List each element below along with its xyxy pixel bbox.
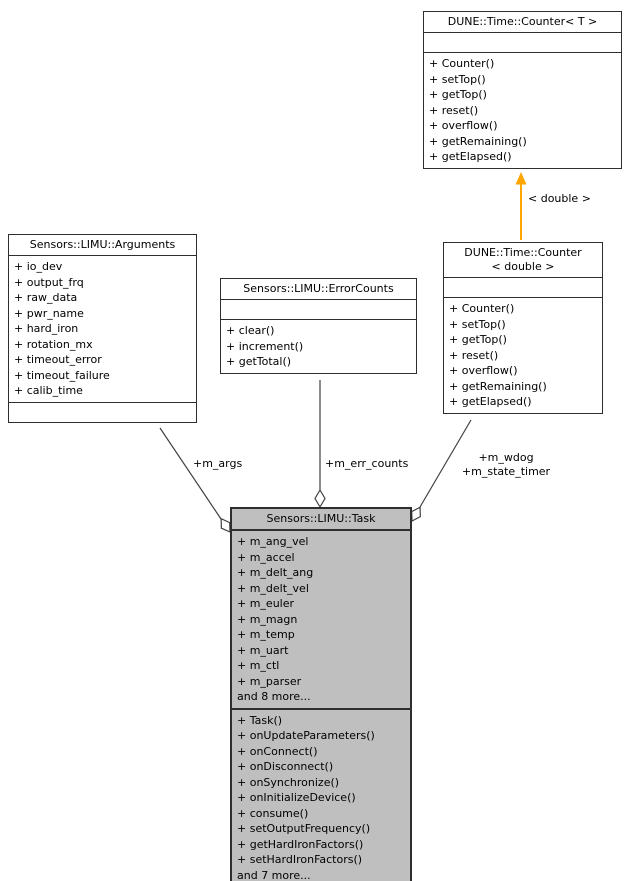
- attribute-item-more: and 8 more...: [237, 690, 311, 703]
- method-item: + onUpdateParameters(): [237, 729, 375, 742]
- attribute-item: + timeout_error: [14, 353, 102, 366]
- class-title: Sensors::LIMU::ErrorCounts: [221, 279, 416, 300]
- methods-section-empty: [9, 401, 196, 422]
- edge-label-m-wdog-m-state-timer: +m_wdog +m_state_timer: [448, 451, 564, 479]
- method-item: + getTop(): [429, 88, 487, 101]
- methods-section: + Counter() + setTop() + getTop() + rese…: [444, 297, 602, 413]
- class-title-line1: DUNE::Time::Counter: [464, 246, 582, 259]
- method-item: + setHardIronFactors(): [237, 853, 363, 866]
- open-diamond-m-wdog: [411, 506, 421, 522]
- attribute-item: + m_ctl: [237, 659, 280, 672]
- class-box-task[interactable]: Sensors::LIMU::Task + m_ang_vel + m_acce…: [230, 507, 412, 881]
- attribute-item: + m_ang_vel: [237, 535, 309, 548]
- attribute-item: + m_temp: [237, 628, 295, 641]
- method-item: + getRemaining(): [449, 379, 547, 393]
- method-item: + Task(): [237, 713, 283, 727]
- method-item: + getTotal(): [226, 355, 292, 368]
- attribute-item: + m_parser: [237, 674, 302, 688]
- method-item: + increment(): [226, 339, 304, 353]
- attributes-section-empty: [444, 278, 602, 297]
- edge-label-m-args: +m_args: [193, 457, 243, 470]
- class-title-line2: < double >: [491, 260, 555, 273]
- attribute-item: + m_uart: [237, 643, 289, 657]
- class-title: Sensors::LIMU::Task: [232, 509, 410, 531]
- open-diamond-m-err-counts: [314, 488, 326, 509]
- method-item-more: and 7 more...: [237, 868, 311, 881]
- method-item: + onDisconnect(): [237, 760, 334, 773]
- template-argument-label: < double >: [528, 192, 591, 205]
- method-item: + Counter(): [429, 57, 495, 70]
- attribute-item: + timeout_failure: [14, 368, 110, 382]
- attribute-item: + calib_time: [14, 384, 83, 397]
- method-item: + overflow(): [449, 364, 518, 377]
- class-title: DUNE::Time::Counter < double >: [444, 243, 602, 278]
- attributes-section: + io_dev + output_frq + raw_data + pwr_n…: [9, 256, 196, 402]
- method-item: + Counter(): [449, 302, 515, 315]
- aggregation-edge-m-args: [159, 427, 222, 520]
- method-item: + getElapsed(): [449, 395, 532, 408]
- class-box-error-counts[interactable]: Sensors::LIMU::ErrorCounts + clear() + i…: [220, 278, 417, 374]
- attribute-item: + m_accel: [237, 550, 295, 564]
- attributes-section: + m_ang_vel + m_accel + m_delt_ang + m_d…: [232, 531, 410, 708]
- method-item: + getHardIronFactors(): [237, 837, 364, 851]
- attribute-item: + m_delt_ang: [237, 566, 314, 579]
- attribute-item: + io_dev: [14, 260, 63, 273]
- class-box-counter-double[interactable]: DUNE::Time::Counter < double > + Counter…: [443, 242, 603, 414]
- method-item: + getTop(): [449, 333, 507, 346]
- class-title: DUNE::Time::Counter< T >: [424, 12, 621, 33]
- method-item: + consume(): [237, 806, 309, 820]
- aggregation-edge-m-wdog: [419, 419, 472, 508]
- edge-label-m-wdog: +m_wdog: [478, 451, 534, 464]
- method-item: + setTop(): [429, 72, 486, 86]
- method-item: + setOutputFrequency(): [237, 822, 371, 835]
- attribute-item: + output_frq: [14, 275, 84, 289]
- class-box-counter-template[interactable]: DUNE::Time::Counter< T > + Counter() + s…: [423, 11, 622, 169]
- method-item: + setTop(): [449, 317, 506, 331]
- attribute-item: + rotation_mx: [14, 337, 93, 351]
- method-item: + reset(): [449, 348, 499, 362]
- edge-label-m-err-counts: +m_err_counts: [325, 457, 409, 470]
- attributes-section-empty: [221, 300, 416, 319]
- method-item: + overflow(): [429, 119, 498, 132]
- attribute-item: + m_euler: [237, 597, 295, 610]
- attribute-item: + hard_iron: [14, 322, 79, 335]
- attributes-section-empty: [424, 33, 621, 52]
- template-instantiation-arrowhead: [515, 172, 527, 185]
- attribute-item: + m_magn: [237, 612, 298, 626]
- method-item: + reset(): [429, 103, 479, 117]
- method-item: + getElapsed(): [429, 150, 512, 163]
- methods-section: + clear() + increment() + getTotal(): [221, 319, 416, 373]
- methods-section: + Task() + onUpdateParameters() + onConn…: [232, 707, 410, 881]
- class-title: Sensors::LIMU::Arguments: [9, 235, 196, 256]
- edge-label-m-state-timer: +m_state_timer: [461, 465, 551, 478]
- methods-section: + Counter() + setTop() + getTop() + rese…: [424, 52, 621, 168]
- method-item: + clear(): [226, 324, 275, 337]
- attribute-item: + pwr_name: [14, 306, 84, 320]
- method-item: + onInitializeDevice(): [237, 791, 356, 804]
- class-box-arguments[interactable]: Sensors::LIMU::Arguments + io_dev + outp…: [8, 234, 197, 423]
- open-diamond-m-args: [220, 517, 231, 533]
- method-item: + onConnect(): [237, 744, 318, 758]
- attribute-item: + raw_data: [14, 291, 78, 304]
- attribute-item: + m_delt_vel: [237, 581, 309, 595]
- method-item: + onSynchronize(): [237, 775, 340, 789]
- method-item: + getRemaining(): [429, 134, 527, 148]
